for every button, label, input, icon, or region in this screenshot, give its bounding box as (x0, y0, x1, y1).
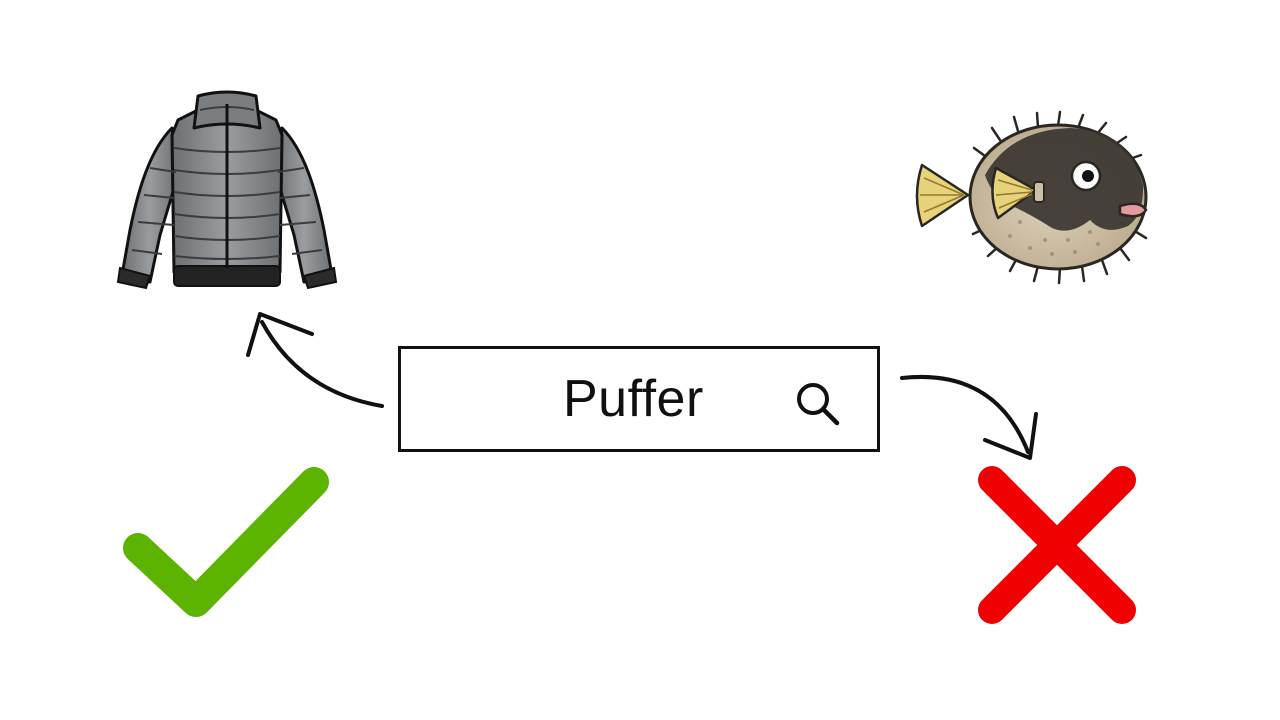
search-box[interactable]: Puffer (398, 346, 880, 452)
arrow-to-jacket (246, 312, 384, 408)
search-icon[interactable] (791, 377, 845, 431)
jacket-icon (116, 90, 338, 290)
search-query: Puffer (563, 370, 704, 428)
check-icon (123, 467, 329, 617)
arrow-to-pufferfish (900, 375, 1038, 460)
pufferfish-icon (915, 110, 1148, 285)
cross-icon (978, 466, 1136, 624)
